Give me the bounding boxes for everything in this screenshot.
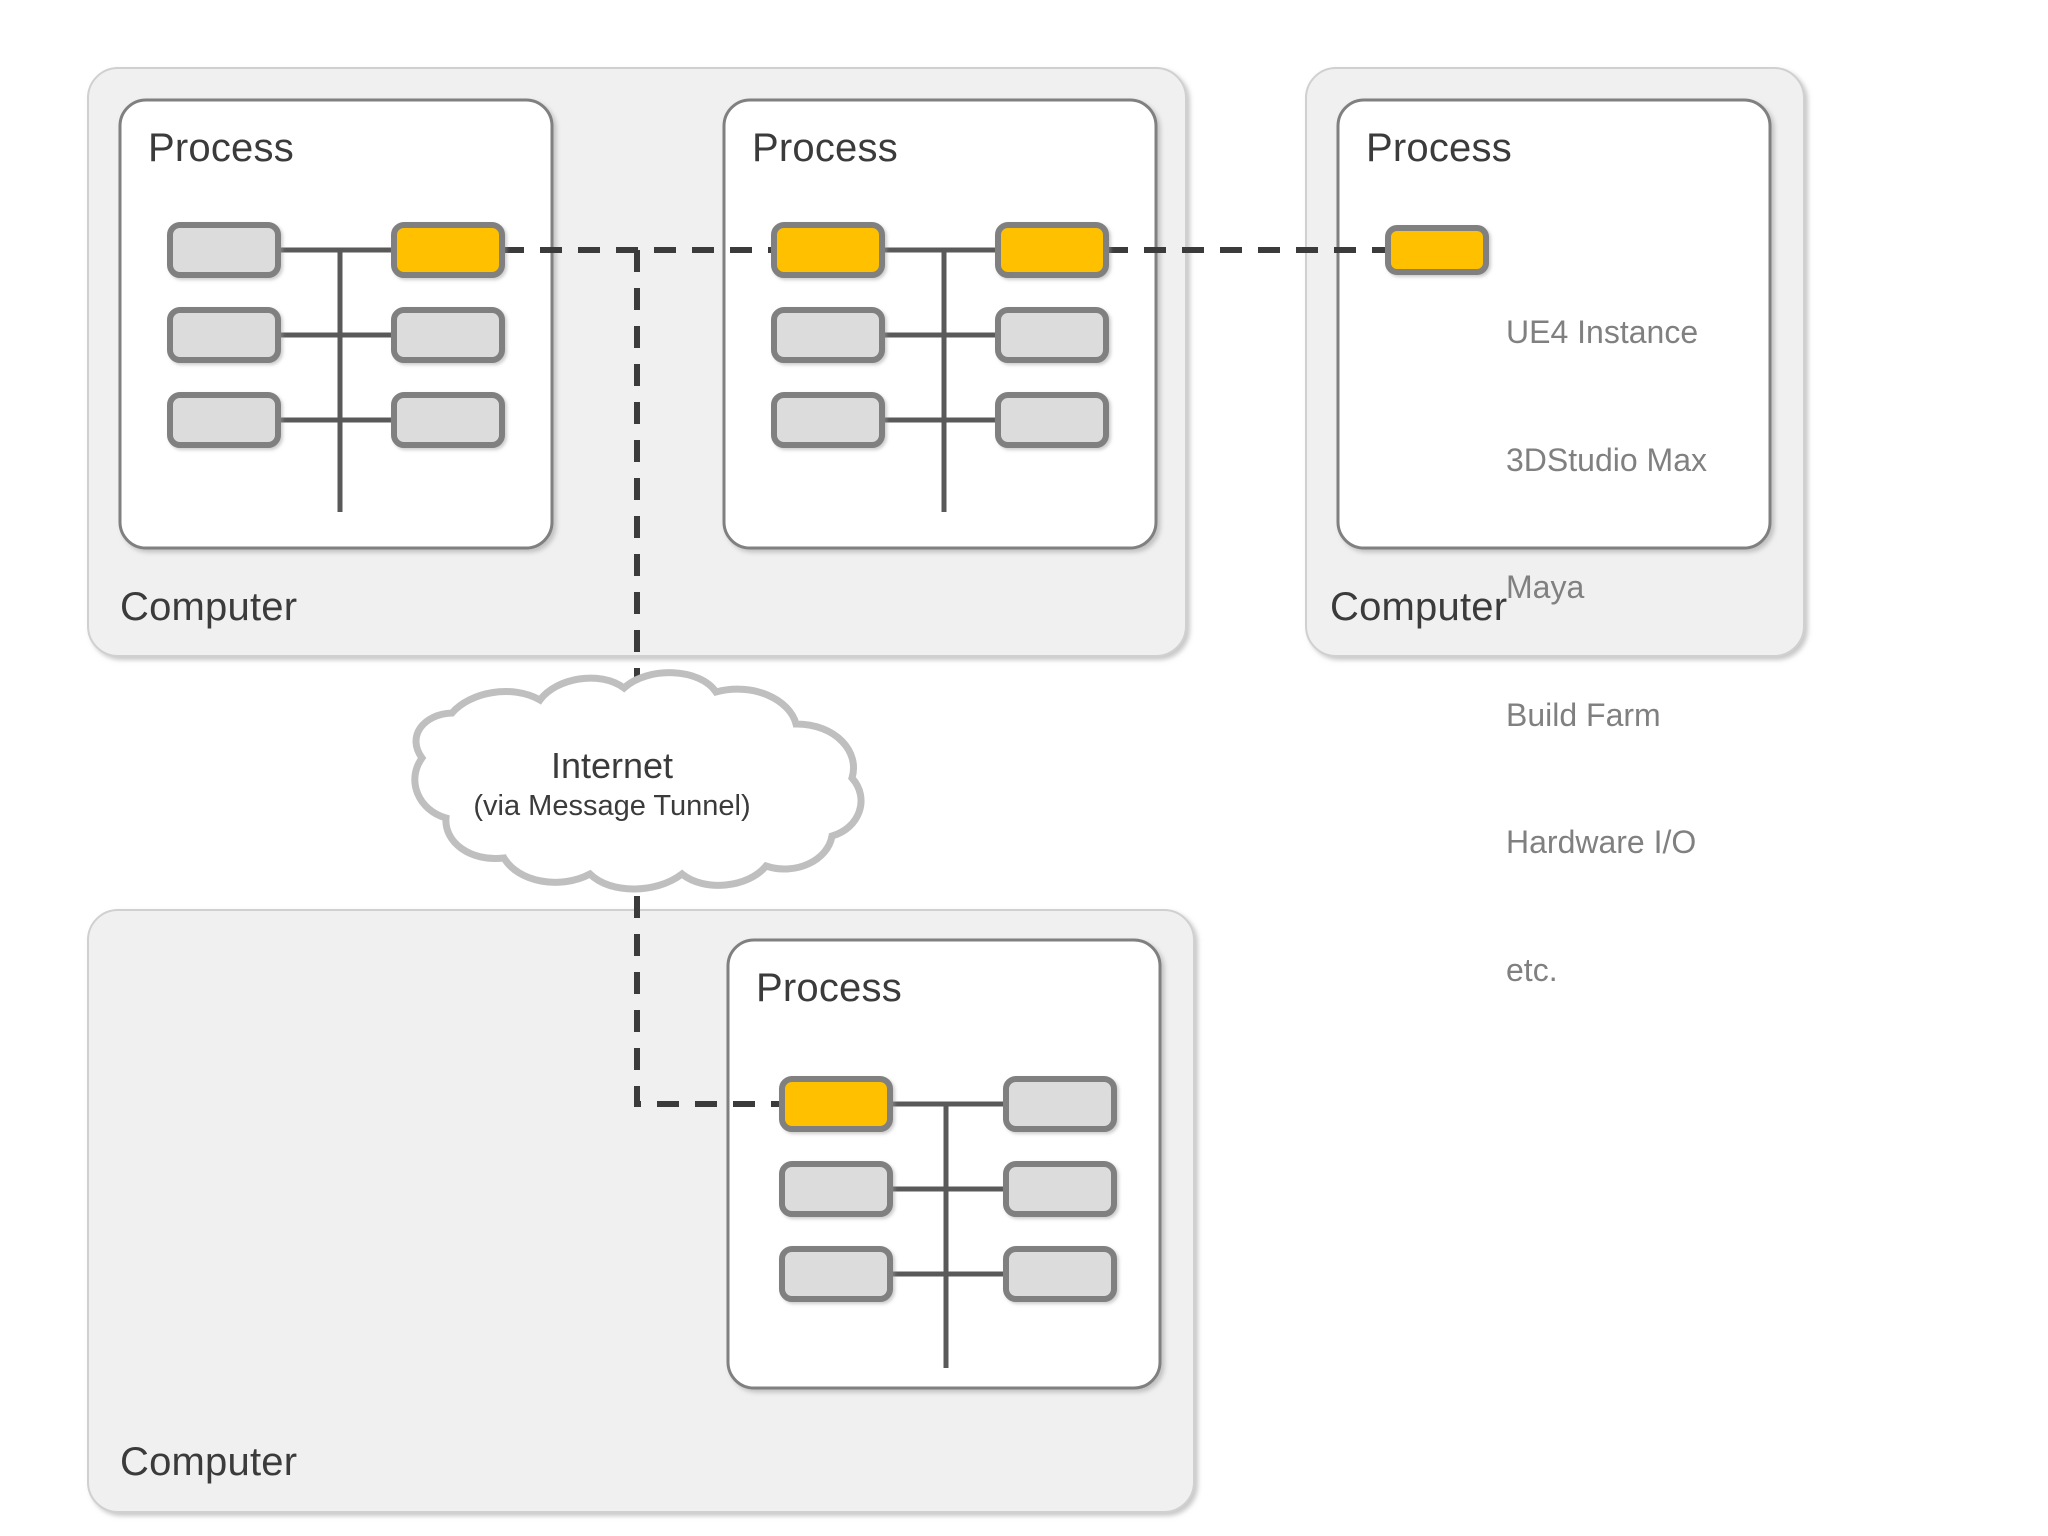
service-list-item-4: Hardware I/O [1506, 824, 1697, 860]
process-3-title: Process [1366, 126, 1512, 170]
node-p3-n1[interactable] [1385, 225, 1489, 275]
node-p4-n2[interactable] [1003, 1076, 1117, 1132]
process-1-nodes [167, 222, 505, 448]
node-p2-n1[interactable] [771, 222, 885, 278]
process-3-box[interactable] [1336, 98, 1772, 550]
node-p2-n6[interactable] [995, 392, 1109, 448]
node-p4-n1[interactable] [779, 1076, 893, 1132]
message-tunnel-links [502, 247, 1388, 1107]
node-p1-n1[interactable] [167, 222, 281, 278]
node-p4-n3[interactable] [779, 1161, 893, 1217]
node-p4-n4[interactable] [1003, 1161, 1117, 1217]
process-3-nodes [1385, 225, 1489, 275]
internet-cloud-subtitle: (via Message Tunnel) [473, 790, 751, 822]
service-list-item-0: UE4 Instance [1506, 314, 1699, 350]
process-1-connectors [278, 247, 394, 512]
computer-top-right-label: Computer [1330, 585, 1508, 629]
process-4-nodes [779, 1076, 1117, 1302]
node-p2-n5[interactable] [771, 392, 885, 448]
node-p1-n3[interactable] [167, 307, 281, 363]
internet-cloud-title: Internet [550, 745, 674, 786]
node-p1-n6[interactable] [391, 392, 505, 448]
cloud-shape [411, 669, 865, 893]
process-1-title: Process [148, 126, 294, 170]
computer-top-left-label: Computer [120, 585, 298, 629]
node-p4-n5[interactable] [779, 1246, 893, 1302]
process-4-connectors [890, 1101, 1006, 1368]
service-list-item-3: Build Farm [1506, 696, 1661, 733]
node-p2-n3[interactable] [771, 307, 885, 363]
node-p1-n2[interactable] [391, 222, 505, 278]
service-list-item-5: etc. [1506, 951, 1558, 988]
process-2-connectors [882, 247, 998, 512]
tunnel-link-p1-to-cloud-to-p4[interactable] [634, 250, 782, 1107]
service-list: UE4 Instance 3DStudio Max Maya Build Far… [1506, 226, 1707, 1076]
computer-bottom-label: Computer [120, 1440, 298, 1484]
process-4-title: Process [756, 966, 902, 1010]
process-2-nodes [771, 222, 1109, 448]
node-p2-n2[interactable] [995, 222, 1109, 278]
node-p4-n6[interactable] [1003, 1246, 1117, 1302]
service-list-item-2: Maya [1506, 569, 1585, 605]
node-p1-n5[interactable] [167, 392, 281, 448]
node-p1-n4[interactable] [391, 307, 505, 363]
service-list-item-1: 3DStudio Max [1506, 441, 1707, 478]
process-2-title: Process [752, 126, 898, 170]
node-p2-n4[interactable] [995, 307, 1109, 363]
internet-cloud-icon[interactable] [411, 669, 865, 893]
